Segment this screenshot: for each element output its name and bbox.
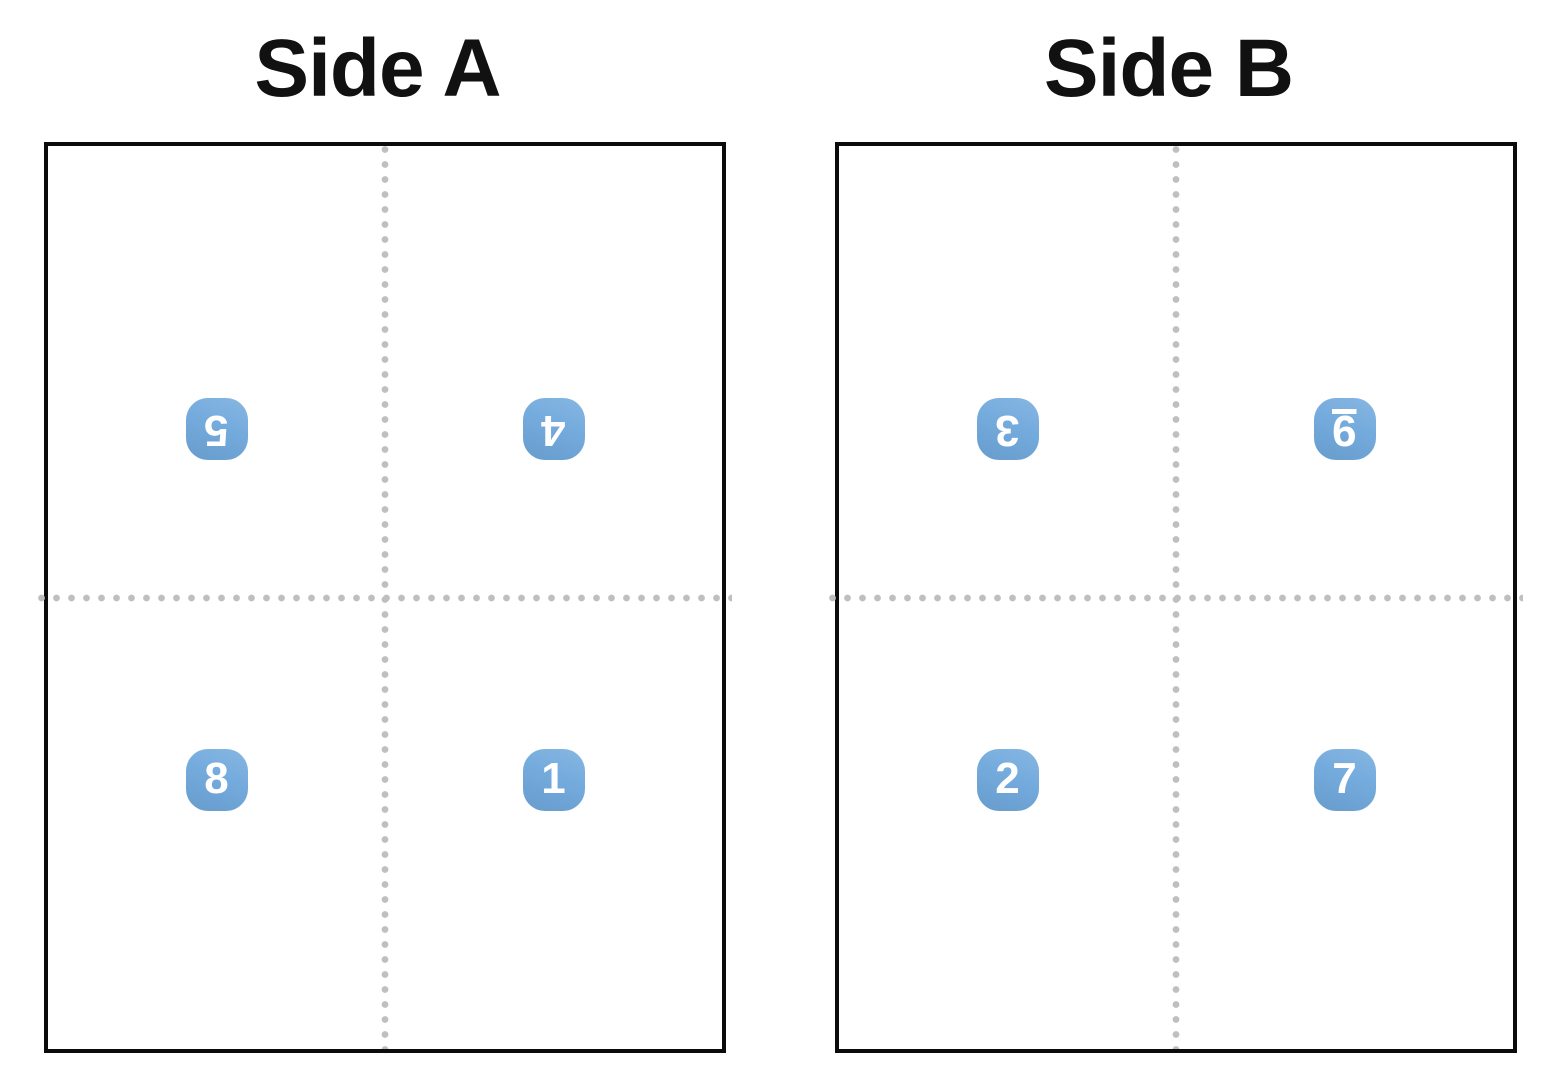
badge-slot: 7 bbox=[1313, 748, 1376, 811]
number-badge[interactable]: 9 bbox=[1313, 398, 1376, 460]
badge-slot: 5 bbox=[185, 398, 248, 460]
quadrant-bottom-left: 2 bbox=[839, 598, 1176, 1050]
quadrant-grid-side-a: 5 4 8 bbox=[48, 146, 722, 1049]
badge-slot: 3 bbox=[976, 398, 1039, 460]
badge-slot: 1 bbox=[522, 748, 585, 811]
quadrant-top-left: 3 bbox=[839, 146, 1176, 598]
badge-slot: 2 bbox=[976, 748, 1039, 811]
quadrant-top-left: 5 bbox=[48, 146, 385, 598]
badge-number-label: 8 bbox=[204, 753, 229, 803]
badge-number-label: 2 bbox=[995, 753, 1020, 803]
number-badge[interactable]: 3 bbox=[976, 398, 1039, 460]
panel-side-b: Side B 3 9 bbox=[822, 0, 1523, 1090]
number-badge[interactable]: 7 bbox=[1313, 748, 1376, 811]
number-badge[interactable]: 2 bbox=[976, 748, 1039, 811]
panel-title-side-a: Side A bbox=[254, 23, 501, 114]
panel-title-side-b: Side B bbox=[1043, 23, 1294, 114]
badge-slot: 9 bbox=[1313, 398, 1376, 460]
badge-number-label: 4 bbox=[541, 406, 566, 455]
panel-side-a: Side A 5 4 bbox=[30, 0, 732, 1090]
quadrant-bottom-left: 8 bbox=[48, 598, 385, 1050]
badge-number-label: 9 bbox=[1332, 406, 1357, 455]
quadrant-top-right: 9 bbox=[1176, 146, 1513, 598]
badge-number-label: 5 bbox=[204, 406, 229, 455]
badge-number-label: 7 bbox=[1332, 753, 1357, 803]
quadrant-bottom-right: 7 bbox=[1176, 598, 1513, 1050]
badge-slot: 8 bbox=[185, 748, 248, 811]
sheet-side-a: 5 4 8 bbox=[38, 142, 732, 1053]
badge-slot: 4 bbox=[522, 398, 585, 460]
number-badge[interactable]: 5 bbox=[185, 398, 248, 460]
number-badge[interactable]: 8 bbox=[185, 748, 248, 811]
badge-number-label: 3 bbox=[995, 406, 1020, 455]
quadrant-top-right: 4 bbox=[385, 146, 722, 598]
badge-number-label: 1 bbox=[541, 753, 566, 803]
quadrant-bottom-right: 1 bbox=[385, 598, 722, 1050]
number-badge[interactable]: 4 bbox=[522, 398, 585, 460]
quadrant-grid-side-b: 3 9 2 bbox=[839, 146, 1513, 1049]
number-badge[interactable]: 1 bbox=[522, 748, 585, 811]
sheet-side-b: 3 9 2 bbox=[829, 142, 1523, 1053]
